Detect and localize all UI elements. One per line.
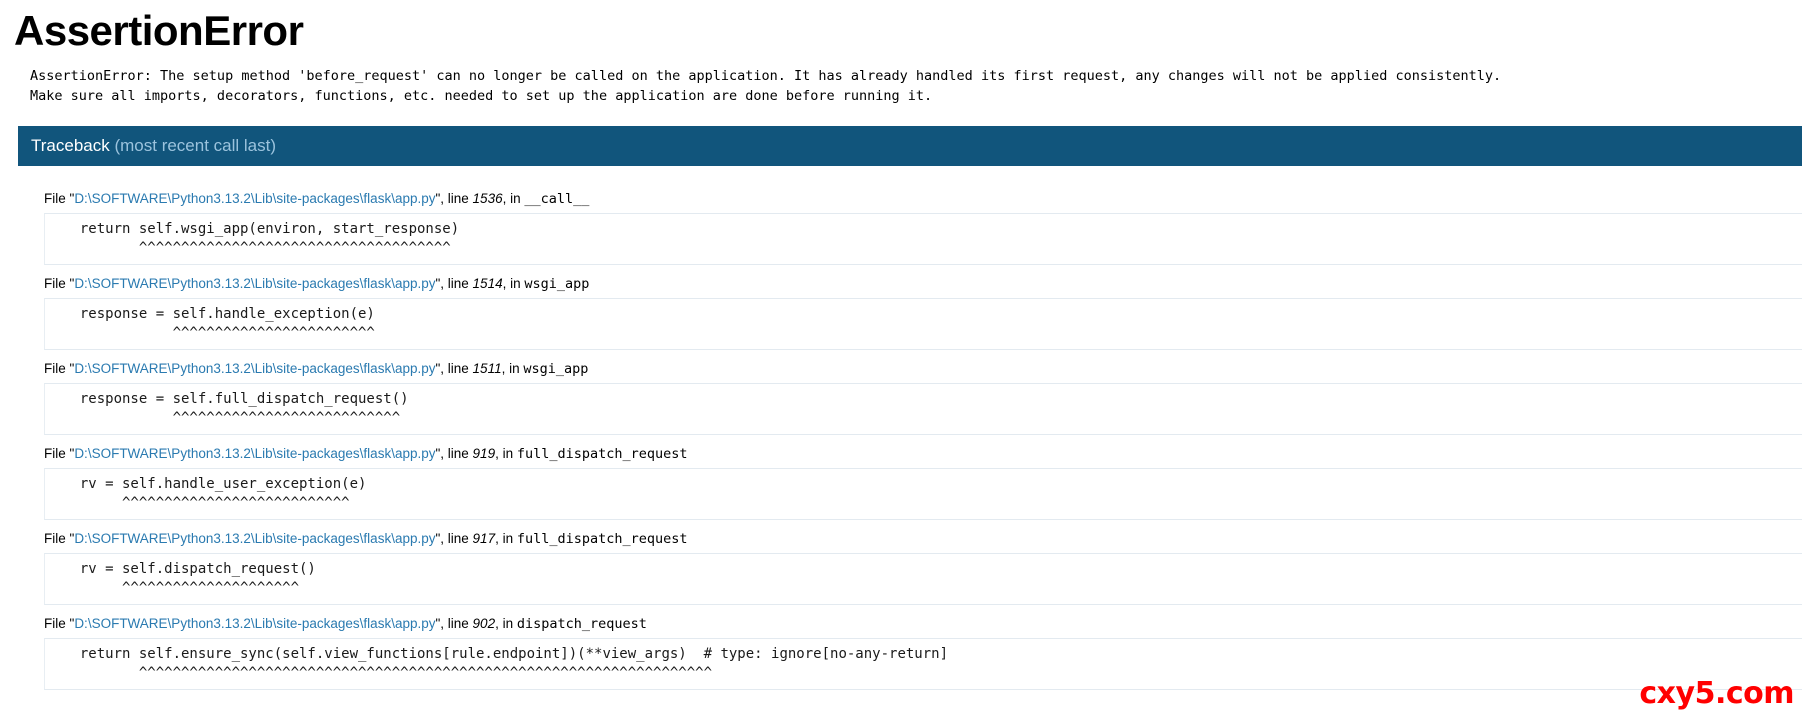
frame-file-label: File	[44, 191, 70, 206]
frame-line-label: line	[447, 191, 473, 206]
caret-line: ^^^^^^^^^^^^^^^^^^^^^^^^^^^	[63, 410, 401, 426]
frame-in-label: in	[502, 531, 517, 546]
frame-file-label: File	[44, 446, 70, 461]
quote-close: ",	[435, 361, 448, 376]
frame-function-name: full_dispatch_request	[516, 531, 688, 547]
quote-close: ",	[435, 616, 448, 631]
frame-comma: ,	[495, 446, 503, 461]
quote-open: "	[69, 531, 75, 546]
frame-line-number: 1514	[472, 276, 503, 291]
quote-open: "	[69, 616, 75, 631]
frame-filepath-link[interactable]: D:\SOFTWARE\Python3.13.2\Lib\site-packag…	[74, 191, 436, 206]
frame-filepath-link[interactable]: D:\SOFTWARE\Python3.13.2\Lib\site-packag…	[74, 616, 436, 631]
frame-header: File "D:\SOFTWARE\Python3.13.2\Lib\site-…	[18, 605, 1802, 638]
error-message-line-2: Make sure all imports, decorators, funct…	[30, 88, 933, 104]
traceback-header-title: Traceback	[31, 136, 115, 155]
frame-comma: ,	[501, 361, 510, 376]
frame-function-name: dispatch_request	[516, 616, 647, 632]
quote-close: ",	[435, 276, 448, 291]
frame-line-number: 1536	[472, 191, 503, 206]
frame-file-label: File	[44, 531, 70, 546]
traceback-frame: File "D:\SOFTWARE\Python3.13.2\Lib\site-…	[18, 520, 1802, 605]
quote-open: "	[69, 446, 75, 461]
source-line: response = self.full_dispatch_request()	[63, 391, 409, 407]
frame-source-code: response = self.full_dispatch_request() …	[44, 383, 1802, 435]
frame-header: File "D:\SOFTWARE\Python3.13.2\Lib\site-…	[18, 180, 1802, 213]
frame-comma: ,	[495, 531, 503, 546]
traceback-frame: File "D:\SOFTWARE\Python3.13.2\Lib\site-…	[18, 350, 1802, 435]
frame-line-label: line	[447, 616, 473, 631]
error-message-line-1: AssertionError: The setup method 'before…	[30, 68, 1502, 84]
frame-filepath-link[interactable]: D:\SOFTWARE\Python3.13.2\Lib\site-packag…	[74, 361, 436, 376]
frame-filepath-link[interactable]: D:\SOFTWARE\Python3.13.2\Lib\site-packag…	[74, 446, 436, 461]
frame-header: File "D:\SOFTWARE\Python3.13.2\Lib\site-…	[18, 265, 1802, 298]
frame-line-label: line	[447, 361, 473, 376]
caret-line: ^^^^^^^^^^^^^^^^^^^^^^^^^^^	[63, 495, 350, 511]
source-line: rv = self.dispatch_request()	[63, 561, 316, 577]
frame-function-name: full_dispatch_request	[516, 446, 688, 462]
frame-line-label: line	[447, 446, 473, 461]
frame-header: File "D:\SOFTWARE\Python3.13.2\Lib\site-…	[18, 350, 1802, 383]
quote-close: ",	[435, 531, 448, 546]
frame-file-label: File	[44, 616, 70, 631]
frame-file-label: File	[44, 276, 70, 291]
frame-filepath-link[interactable]: D:\SOFTWARE\Python3.13.2\Lib\site-packag…	[74, 276, 436, 291]
source-line: response = self.handle_exception(e)	[63, 306, 375, 322]
quote-open: "	[69, 276, 75, 291]
traceback-frame: File "D:\SOFTWARE\Python3.13.2\Lib\site-…	[18, 435, 1802, 520]
frame-source-code: return self.wsgi_app(environ, start_resp…	[44, 213, 1802, 265]
frame-filepath-link[interactable]: D:\SOFTWARE\Python3.13.2\Lib\site-packag…	[74, 531, 436, 546]
frame-in-label: in	[510, 276, 525, 291]
quote-close: ",	[435, 446, 448, 461]
source-line: return self.ensure_sync(self.view_functi…	[63, 646, 949, 662]
caret-line: ^^^^^^^^^^^^^^^^^^^^^^^^^^^^^^^^^^^^^	[63, 240, 451, 256]
traceback-frame-list: File "D:\SOFTWARE\Python3.13.2\Lib\site-…	[18, 166, 1802, 690]
frame-line-number: 919	[472, 446, 496, 461]
error-message-block: AssertionError: The setup method 'before…	[0, 66, 1802, 106]
frame-in-label: in	[502, 616, 517, 631]
frame-in-label: in	[509, 361, 524, 376]
frame-function-name: __call__	[524, 191, 590, 207]
frame-comma: ,	[495, 616, 503, 631]
frame-function-name: wsgi_app	[523, 361, 589, 377]
traceback-header: Traceback (most recent call last)	[18, 126, 1802, 166]
source-line: return self.wsgi_app(environ, start_resp…	[63, 221, 460, 237]
traceback-frame: File "D:\SOFTWARE\Python3.13.2\Lib\site-…	[18, 605, 1802, 690]
quote-open: "	[69, 361, 75, 376]
traceback-frame: File "D:\SOFTWARE\Python3.13.2\Lib\site-…	[18, 180, 1802, 265]
frame-file-label: File	[44, 361, 70, 376]
site-watermark: cxy5.com	[1639, 676, 1794, 711]
frame-header: File "D:\SOFTWARE\Python3.13.2\Lib\site-…	[18, 435, 1802, 468]
frame-in-label: in	[510, 191, 525, 206]
frame-source-code: response = self.handle_exception(e) ^^^^…	[44, 298, 1802, 350]
frame-comma: ,	[502, 276, 511, 291]
frame-header: File "D:\SOFTWARE\Python3.13.2\Lib\site-…	[18, 520, 1802, 553]
frame-source-code: rv = self.dispatch_request() ^^^^^^^^^^^…	[44, 553, 1802, 605]
quote-open: "	[69, 191, 75, 206]
frame-line-number: 1511	[472, 361, 502, 376]
page-title: AssertionError	[14, 7, 304, 54]
source-line: rv = self.handle_user_exception(e)	[63, 476, 367, 492]
frame-line-number: 917	[472, 531, 496, 546]
caret-line: ^^^^^^^^^^^^^^^^^^^^^^^^^^^^^^^^^^^^^^^^…	[63, 665, 713, 681]
frame-line-label: line	[447, 531, 473, 546]
frame-line-label: line	[447, 276, 473, 291]
traceback-frame: File "D:\SOFTWARE\Python3.13.2\Lib\site-…	[18, 265, 1802, 350]
frame-in-label: in	[502, 446, 517, 461]
traceback-panel: Traceback (most recent call last) File "…	[18, 126, 1802, 690]
frame-comma: ,	[502, 191, 511, 206]
frame-function-name: wsgi_app	[524, 276, 590, 292]
quote-close: ",	[435, 191, 448, 206]
frame-source-code: return self.ensure_sync(self.view_functi…	[44, 638, 1802, 690]
traceback-header-subtitle: (most recent call last)	[114, 136, 277, 155]
caret-line: ^^^^^^^^^^^^^^^^^^^^^^^^	[63, 325, 375, 341]
frame-line-number: 902	[472, 616, 496, 631]
caret-line: ^^^^^^^^^^^^^^^^^^^^^	[63, 580, 300, 596]
frame-source-code: rv = self.handle_user_exception(e) ^^^^^…	[44, 468, 1802, 520]
